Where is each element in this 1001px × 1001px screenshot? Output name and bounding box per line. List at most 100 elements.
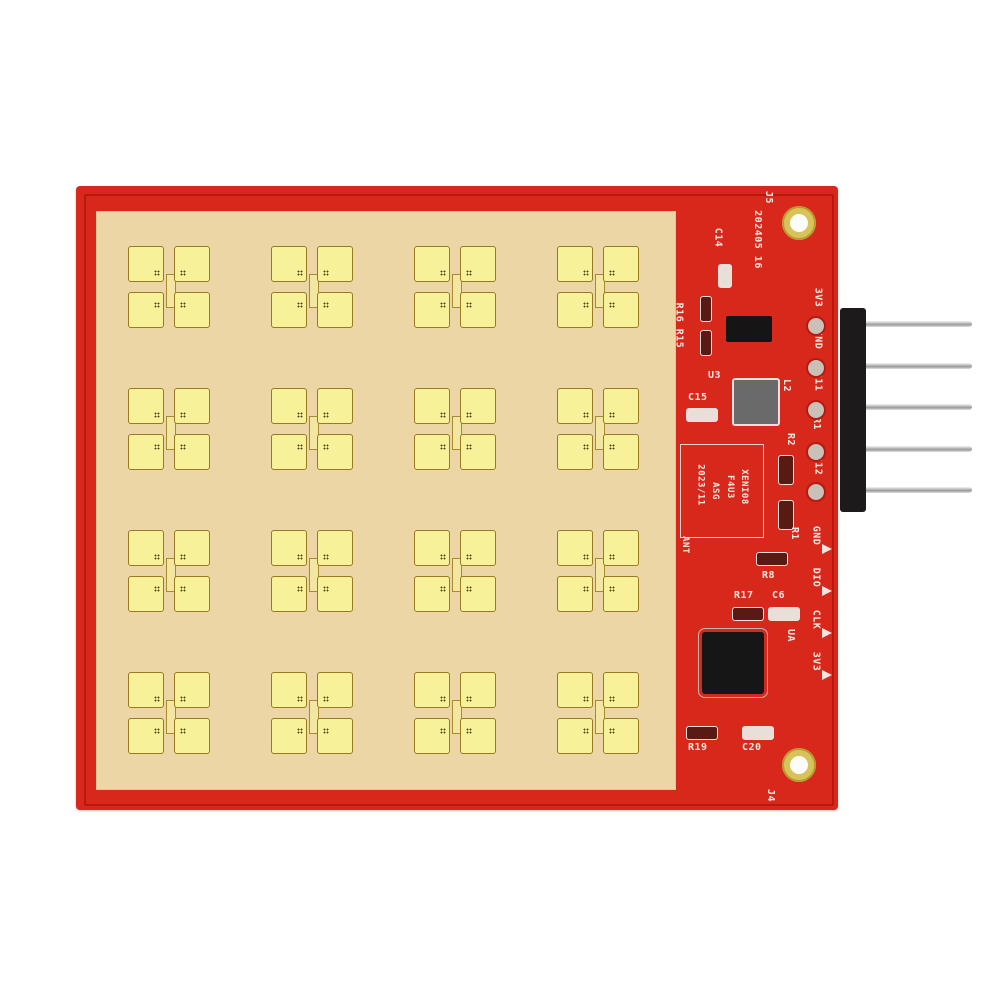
antenna-patch — [603, 718, 639, 754]
antenna-patch — [317, 246, 353, 282]
via-dots — [180, 302, 186, 308]
antenna-feed-line — [595, 274, 605, 308]
silk-r17: R17 — [734, 590, 754, 601]
antenna-feed-line — [309, 274, 319, 308]
via-dots — [466, 696, 472, 702]
via-dots — [323, 412, 329, 418]
antenna-patch — [271, 292, 307, 328]
antenna-patch — [557, 576, 593, 612]
antenna-patch — [128, 672, 164, 708]
antenna-feed-line — [166, 558, 176, 592]
silk-c6: C6 — [772, 590, 786, 601]
via-dots — [180, 270, 186, 276]
via-dots — [466, 270, 472, 276]
via-dots — [466, 444, 472, 450]
via-dots — [583, 412, 589, 418]
antenna-patch — [460, 434, 496, 470]
via-dots — [440, 412, 446, 418]
antenna-patch — [271, 530, 307, 566]
antenna-patch — [414, 718, 450, 754]
antenna-patch — [271, 246, 307, 282]
antenna-patch — [414, 576, 450, 612]
via-dots — [583, 554, 589, 560]
silk-r1: R1 — [789, 526, 801, 541]
silk-c14: C14 — [712, 227, 724, 248]
qfn-radar-chip — [702, 632, 764, 694]
antenna-patch-group — [414, 530, 500, 616]
antenna-patch — [128, 388, 164, 424]
r17-resistor — [732, 607, 764, 621]
antenna-patch — [460, 530, 496, 566]
via-dots — [440, 444, 446, 450]
header-pin-2 — [866, 363, 972, 369]
l2-inductor — [732, 378, 780, 426]
antenna-feed-line — [452, 558, 462, 592]
r1-resistor — [778, 500, 794, 530]
via-dots — [466, 412, 472, 418]
antenna-patch — [174, 388, 210, 424]
via-dots — [583, 302, 589, 308]
antenna-patch — [414, 246, 450, 282]
antenna-patch — [414, 434, 450, 470]
via-dots — [297, 302, 303, 308]
r15-resistor — [700, 330, 712, 356]
via-dots — [323, 586, 329, 592]
via-dots — [154, 728, 160, 734]
antenna-patch — [317, 576, 353, 612]
via-dots — [180, 412, 186, 418]
antenna-patch — [128, 292, 164, 328]
silk-r15: R15 — [673, 328, 685, 349]
via-dots — [154, 270, 160, 276]
via-dots — [180, 696, 186, 702]
via-dots — [440, 554, 446, 560]
antenna-patch-group — [128, 246, 214, 332]
antenna-patch — [174, 718, 210, 754]
via-dots — [609, 302, 615, 308]
antenna-patch — [557, 434, 593, 470]
via-dots — [154, 302, 160, 308]
via-dots — [583, 728, 589, 734]
edge-label-clk: CLK — [810, 609, 822, 630]
antenna-feed-line — [309, 558, 319, 592]
via-dots — [609, 728, 615, 734]
antenna-patch — [414, 292, 450, 328]
header-pin-5 — [866, 487, 972, 493]
header-pad-3 — [806, 400, 826, 420]
silk-c15: C15 — [688, 392, 708, 403]
antenna-patch — [128, 530, 164, 566]
antenna-patch — [128, 246, 164, 282]
silk-r2: R2 — [785, 432, 797, 447]
via-dots — [297, 586, 303, 592]
silk-u3: U3 — [708, 370, 722, 381]
edge-label-dio: DIO — [810, 567, 822, 588]
antenna-patch — [557, 292, 593, 328]
via-dots — [323, 696, 329, 702]
antenna-patch-group — [414, 388, 500, 474]
antenna-patch — [317, 292, 353, 328]
header-pad-2 — [806, 358, 826, 378]
via-dots — [583, 586, 589, 592]
antenna-feed-line — [309, 700, 319, 734]
header-pad-5 — [806, 482, 826, 502]
r19-resistor — [686, 726, 718, 740]
via-dots — [440, 270, 446, 276]
edge-arrow-clk-icon — [822, 628, 832, 638]
via-dots — [583, 270, 589, 276]
antenna-patch — [271, 388, 307, 424]
edge-arrow-3v3-icon — [822, 670, 832, 680]
antenna-patch — [603, 576, 639, 612]
antenna-patch — [174, 530, 210, 566]
antenna-feed-line — [166, 416, 176, 450]
antenna-feed-line — [166, 274, 176, 308]
antenna-patch — [174, 292, 210, 328]
via-dots — [297, 412, 303, 418]
antenna-patch — [603, 672, 639, 708]
antenna-patch-group — [271, 246, 357, 332]
antenna-patch-group — [557, 530, 643, 616]
antenna-patch — [317, 718, 353, 754]
header-label-3v3: 3V3 — [812, 287, 824, 308]
c20-capacitor — [742, 726, 774, 740]
r16-resistor — [700, 296, 712, 322]
silk-c20: C20 — [742, 742, 762, 753]
antenna-feed-line — [595, 416, 605, 450]
